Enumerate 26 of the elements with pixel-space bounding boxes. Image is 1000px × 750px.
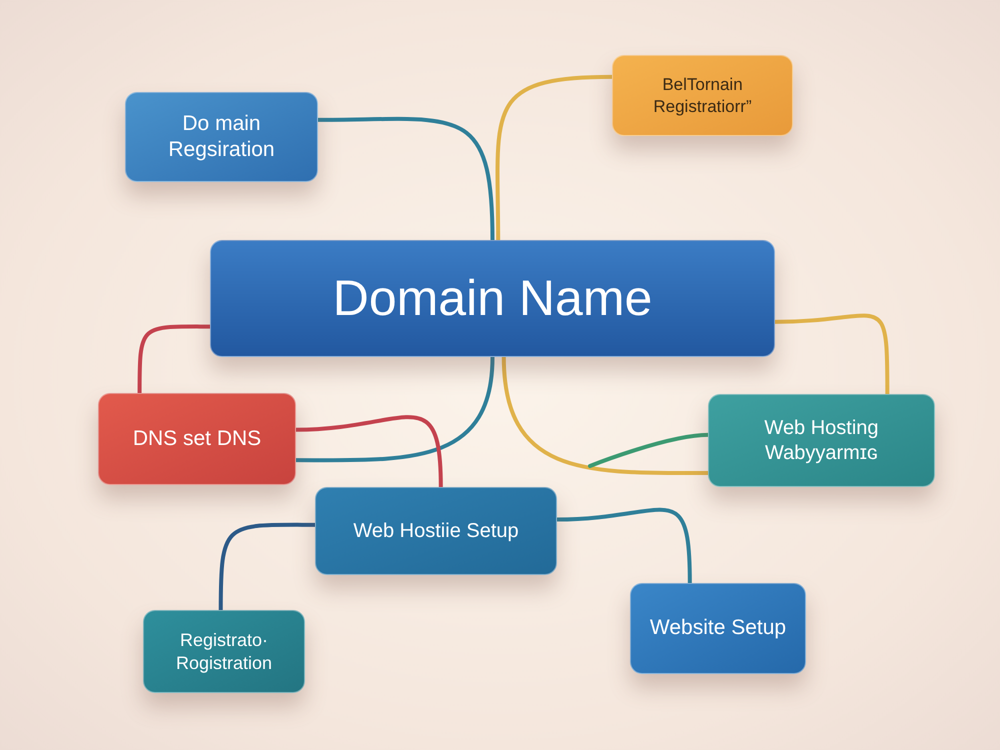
topic-box (708, 394, 935, 487)
box-label: Do main Regsiration (167, 110, 276, 163)
connector-line (294, 415, 443, 489)
topic-box (315, 487, 557, 575)
topic-box (125, 92, 318, 182)
box-label: Web Hosting Wabyyarmɪɢ (763, 416, 880, 466)
box-label: Website Setup (650, 615, 786, 642)
connector-line (555, 508, 692, 585)
topic-box (143, 610, 305, 693)
connector-line (773, 314, 890, 396)
topic-box (98, 393, 296, 485)
topic-box (612, 55, 793, 136)
connector-line (496, 74, 614, 242)
box-label: Registrato· Rogistration (174, 629, 274, 674)
box-label: DNS set DNS (132, 426, 262, 452)
topic-box (210, 240, 775, 357)
connector-line (138, 324, 212, 395)
connector-line (316, 116, 494, 242)
box-label: BelTornain Registratiorr” (652, 74, 753, 117)
box-label: Domain Name (332, 269, 652, 328)
topic-box (630, 583, 806, 674)
box-label: Web Hostiie Setup (353, 518, 519, 544)
connector-line (294, 355, 494, 462)
connector-line (588, 432, 710, 468)
connector-line (502, 355, 710, 476)
connector-line (218, 522, 317, 612)
